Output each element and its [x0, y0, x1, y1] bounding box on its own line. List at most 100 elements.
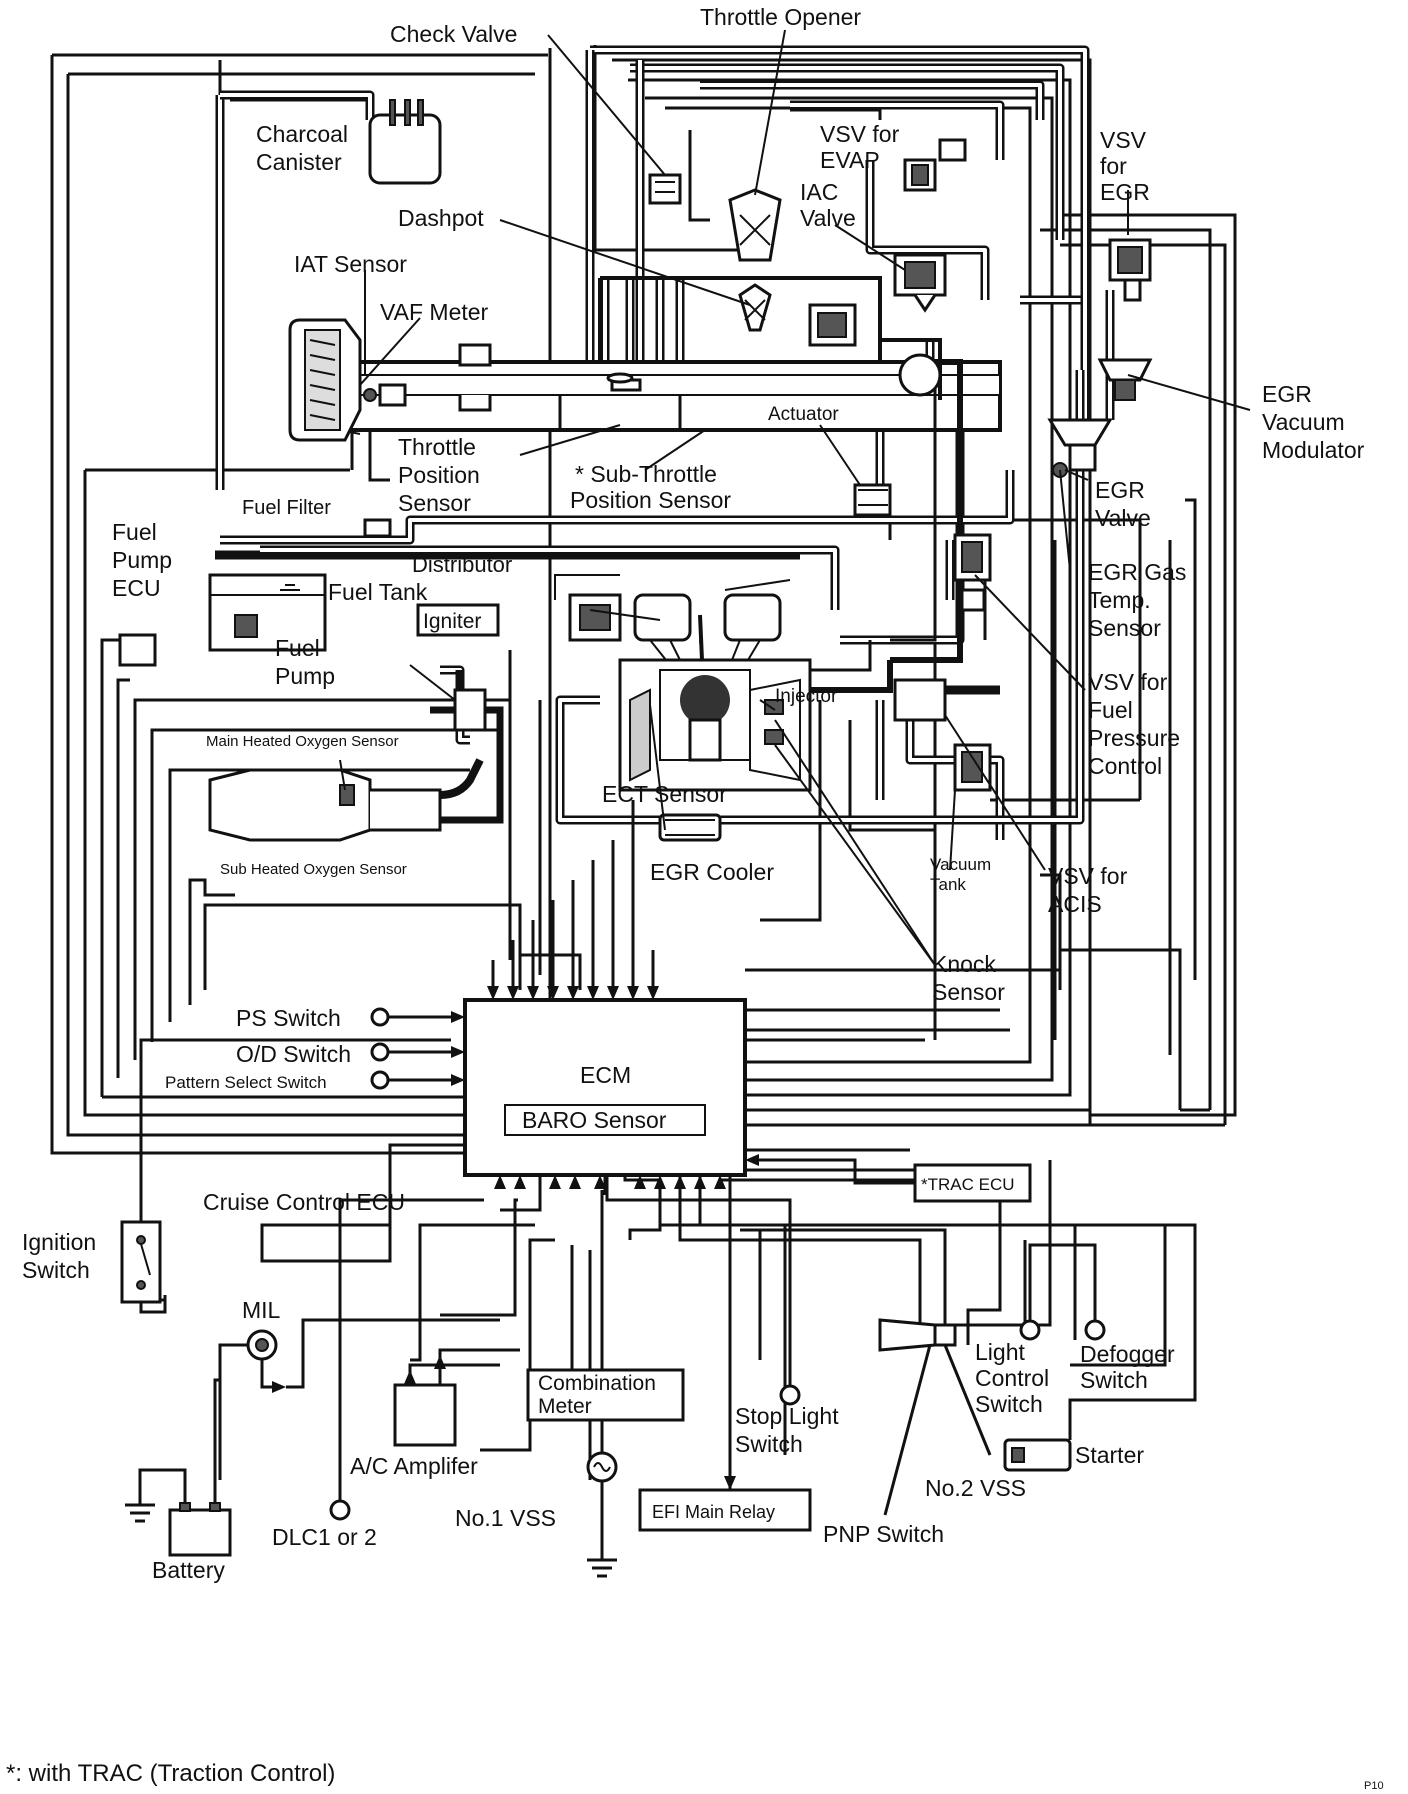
label-vsv-evap-2: EVAP [820, 147, 880, 173]
label-ps-switch: PS Switch [236, 1005, 341, 1031]
label-battery: Battery [152, 1557, 225, 1583]
actuator-shape [853, 483, 892, 517]
combination-meter-box [526, 1190, 685, 1578]
charcoal-canister-shape [368, 99, 442, 185]
label-egr-valve-2: Valve [1095, 505, 1151, 531]
distributor-shape [554, 574, 622, 642]
label-egr-valve-1: EGR [1095, 477, 1145, 503]
label-sub-o2: Sub Heated Oxygen Sensor [220, 861, 407, 878]
dlc-terminal [329, 1198, 484, 1521]
label-check-valve: Check Valve [390, 21, 517, 47]
label-dlc: DLC1 or 2 [272, 1524, 377, 1550]
dashpot-shape [808, 303, 857, 347]
trac-ecu-box [759, 1158, 1032, 1203]
label-main-o2: Main Heated Oxygen Sensor [206, 733, 399, 750]
label-no1-vss: No.1 VSS [455, 1505, 556, 1531]
label-cruise-ecu: Cruise Control ECU [203, 1189, 405, 1215]
label-efi-relay: EFI Main Relay [652, 1502, 775, 1522]
labels: Check Valve Throttle Opener Charcoal Can… [22, 4, 1365, 1583]
battery-shape [125, 1290, 232, 1557]
label-stop-2: Switch [735, 1431, 803, 1457]
label-pattern-switch: Pattern Select Switch [165, 1073, 327, 1092]
iac-valve-shape [893, 253, 947, 313]
label-fuel-pump-2: Pump [275, 663, 335, 689]
label-knock-2: Sensor [932, 979, 1005, 1005]
label-vsv-evap-1: VSV for [820, 121, 900, 147]
label-stop-1: Stop Light [735, 1403, 839, 1429]
egr-valve-shape [1047, 358, 1153, 478]
egr-gas-temp-shape [953, 533, 992, 612]
label-egr-cooler: EGR Cooler [650, 859, 774, 885]
ignition-switch-shape [120, 1038, 451, 1304]
label-vac-tank-1: Vacuum [930, 855, 991, 874]
air-cleaner [288, 318, 634, 442]
label-tps-3: Sensor [398, 490, 471, 516]
engine-block [618, 593, 812, 792]
vsv-egr-shape [1108, 238, 1152, 302]
label-throttle-opener: Throttle Opener [700, 4, 861, 30]
label-light-1: Light [975, 1339, 1025, 1365]
label-vsv-egr-3: EGR [1100, 179, 1150, 205]
fuel-filter-shape [363, 518, 392, 538]
label-starter: Starter [1075, 1442, 1144, 1468]
label-mil: MIL [242, 1297, 281, 1323]
vsv-evap-shape [903, 138, 967, 192]
label-defog-1: Defogger [1080, 1341, 1175, 1367]
label-fuel-filter: Fuel Filter [242, 497, 331, 519]
label-ign-2: Switch [22, 1257, 90, 1283]
label-light-3: Switch [975, 1391, 1043, 1417]
label-baro: BARO Sensor [522, 1107, 667, 1133]
label-distributor: Distributor [412, 552, 512, 577]
label-od-switch: O/D Switch [236, 1041, 351, 1067]
exhaust-system [208, 688, 512, 842]
ecm-lower-wiring [345, 1143, 1167, 1480]
label-vsv-acis-1: VSV for [1048, 863, 1128, 889]
label-comb-1: Combination [538, 1372, 656, 1395]
label-comb-2: Meter [538, 1395, 592, 1418]
label-vaf-meter: VAF Meter [380, 299, 489, 325]
label-injector: Injector [775, 686, 838, 707]
label-vsv-fpc-2: Fuel [1088, 697, 1133, 723]
label-igniter: Igniter [423, 610, 481, 633]
label-vsv-fpc-1: VSV for [1088, 669, 1168, 695]
label-vsv-egr-2: for [1100, 153, 1127, 179]
label-vsv-fpc-3: Pressure [1088, 725, 1180, 751]
pnp-switch-shape [740, 1228, 992, 1516]
label-ac-amp: A/C Amplifer [350, 1453, 478, 1479]
label-vsv-acis-2: ACIS [1048, 891, 1102, 917]
label-actuator: Actuator [768, 404, 839, 425]
label-iac-2: Valve [800, 205, 856, 231]
label-trac-ecu: *TRAC ECU [921, 1175, 1015, 1194]
footnote: *: with TRAC (Traction Control) [6, 1760, 336, 1787]
label-fp-ecu-2: Pump [112, 547, 172, 573]
label-sub-tps-1: * Sub-Throttle [575, 461, 717, 487]
label-charcoal: Charcoal [256, 121, 348, 147]
vsv-acis-shape [893, 678, 992, 792]
light-control-terminal [1019, 1243, 1106, 1341]
label-defog-2: Switch [1080, 1367, 1148, 1393]
ac-amplifier-shape [393, 1348, 520, 1447]
egr-cooler-shape [658, 813, 722, 842]
label-ign-1: Ignition [22, 1229, 96, 1255]
throttle-opener-shape [728, 188, 782, 332]
label-ect-sensor: ECT Sensor [602, 781, 727, 807]
starter-shape [745, 1223, 1197, 1472]
efi-relay-box [638, 1175, 812, 1532]
figure-code: P10 [1364, 1780, 1384, 1792]
label-sub-tps-2: Position Sensor [570, 487, 731, 513]
label-tps-1: Throttle [398, 434, 476, 460]
label-fp-ecu-1: Fuel [112, 519, 157, 545]
check-valve-shape [648, 173, 682, 205]
wiring-harness [50, 45, 1237, 1155]
ecm-input-arrows [451, 800, 759, 1189]
label-tps-2: Position [398, 462, 480, 488]
igniter-box [416, 603, 500, 637]
label-egr-gas-3: Sensor [1088, 615, 1161, 641]
label-ecm: ECM [580, 1062, 631, 1088]
label-vsv-egr-1: VSV [1100, 127, 1147, 153]
label-egr-gas-1: EGR Gas [1088, 559, 1186, 585]
label-egr-vac-mod-2: Vacuum [1262, 409, 1345, 435]
label-egr-vac-mod-1: EGR [1262, 381, 1312, 407]
label-pnp: PNP Switch [823, 1521, 944, 1547]
